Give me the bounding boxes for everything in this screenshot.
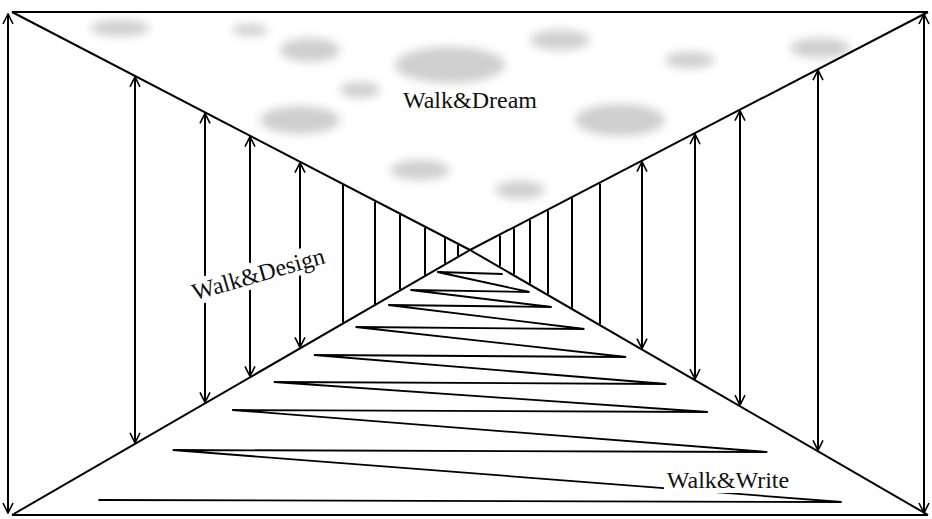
height-arrow [7, 14, 9, 513]
wall-line [529, 220, 531, 284]
cloud [395, 47, 505, 83]
frame-line [12, 514, 928, 516]
cloud [530, 30, 590, 50]
wall-line [513, 228, 515, 274]
wall-line [571, 198, 573, 308]
wall-arrow [739, 111, 741, 406]
wall-arrow [204, 113, 206, 402]
wall-line [547, 210, 549, 294]
perspective-lines [8, 12, 928, 515]
section-label: Walk&Dream [403, 87, 537, 113]
section-label: Walk&Write [664, 467, 792, 493]
wall-arrow [249, 137, 251, 377]
wall-arrow [134, 77, 136, 443]
cloud [260, 106, 340, 134]
frame-line [12, 11, 928, 13]
wall-arrow [694, 134, 696, 379]
perspective-line [470, 12, 928, 250]
cloud [232, 24, 268, 36]
cloud [90, 20, 150, 36]
wall-line [342, 185, 344, 322]
cloud [575, 104, 665, 136]
section-label: Walk&Design [186, 242, 330, 307]
cloud [280, 38, 340, 62]
wall-line [374, 202, 376, 304]
cloud [630, 173, 670, 187]
wall-line [599, 183, 601, 324]
cloud [790, 38, 850, 58]
wall-arrow [817, 70, 819, 450]
cloud [340, 82, 380, 98]
wall-line [457, 245, 459, 256]
wall-line [399, 215, 401, 290]
cloud [390, 160, 450, 180]
wall-line [424, 228, 426, 275]
cloud [495, 181, 545, 199]
perspective-line [12, 12, 470, 250]
cloud [665, 52, 715, 68]
wall-line [499, 235, 501, 266]
wall-arrow [641, 162, 643, 349]
floor-zigzag [98, 272, 841, 502]
height-arrow [923, 14, 925, 513]
wall-line [444, 238, 446, 263]
